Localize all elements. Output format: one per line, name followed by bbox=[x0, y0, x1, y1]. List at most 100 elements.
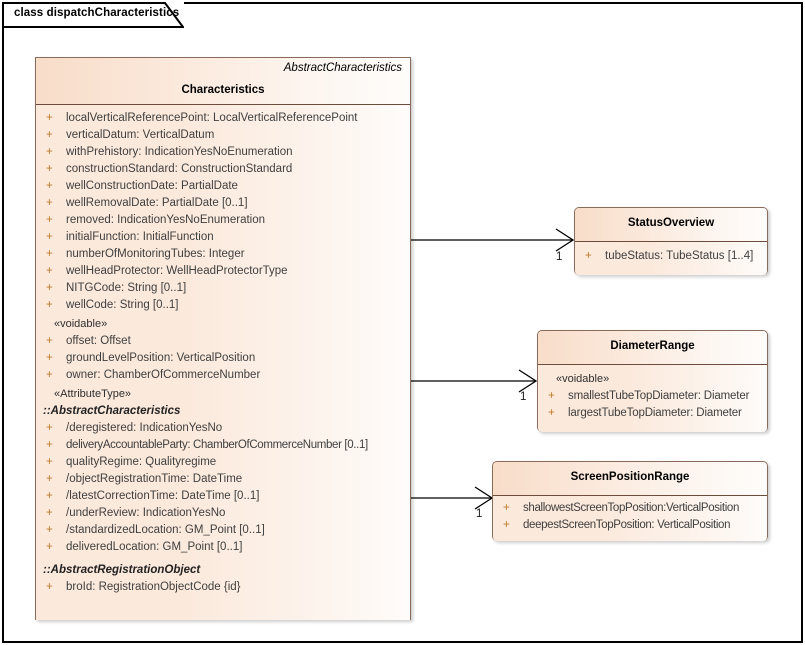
attribute-label: wellConstructionDate: PartialDate bbox=[66, 180, 238, 192]
attribute-label: initialFunction: InitialFunction bbox=[66, 231, 214, 243]
visibility-marker: + bbox=[503, 519, 510, 531]
attribute-label: wellCode: String [0..1] bbox=[66, 299, 179, 311]
class-box-screen-position-range[interactable]: ScreenPositionRange + shallowestScreenTo… bbox=[492, 461, 768, 541]
attribute-label: verticalDatum: VerticalDatum bbox=[66, 129, 215, 141]
class-parent-label-characteristics: AbstractCharacteristics bbox=[283, 62, 402, 74]
attribute-label: withPrehistory: IndicationYesNoEnumerati… bbox=[66, 146, 293, 158]
attribute-row[interactable]: + removed: IndicationYesNoEnumeration bbox=[36, 212, 410, 229]
attribute-row[interactable]: + numberOfMonitoringTubes: Integer bbox=[36, 246, 410, 263]
attribute-label: owner: ChamberOfCommerceNumber bbox=[66, 369, 261, 381]
attribute-label: groundLevelPosition: VerticalPosition bbox=[66, 352, 256, 364]
attribute-row[interactable]: + deepestScreenTopPosition: VerticalPosi… bbox=[493, 517, 767, 534]
class-name-status-overview: StatusOverview bbox=[627, 217, 715, 229]
attribute-label: /underReview: IndicationYesNo bbox=[66, 507, 226, 519]
class-box-diameter-range[interactable]: DiameterRange «voidable» + smallestTubeT… bbox=[537, 330, 768, 432]
attribute-row[interactable]: + wellHeadProtector: WellHeadProtectorTy… bbox=[36, 263, 410, 280]
visibility-marker: + bbox=[46, 490, 53, 502]
attribute-row[interactable]: + broId: RegistrationObjectCode {id} bbox=[36, 579, 410, 596]
attribute-label: NITGCode: String [0..1] bbox=[66, 282, 187, 294]
attribute-label: wellRemovalDate: PartialDate [0..1] bbox=[66, 197, 248, 209]
visibility-marker: + bbox=[46, 146, 53, 158]
attribute-row[interactable]: + owner: ChamberOfCommerceNumber bbox=[36, 367, 410, 384]
diagram-frame-tab-shape bbox=[2, 2, 184, 28]
assoc-status-overview-multiplicity: 1 bbox=[556, 251, 563, 263]
visibility-marker: + bbox=[46, 439, 53, 451]
visibility-marker: + bbox=[46, 369, 53, 381]
visibility-marker: + bbox=[46, 456, 53, 468]
visibility-marker: + bbox=[46, 282, 53, 294]
attribute-label: constructionStandard: ConstructionStanda… bbox=[66, 163, 293, 175]
attribute-label: removed: IndicationYesNoEnumeration bbox=[66, 214, 266, 226]
visibility-marker: + bbox=[46, 231, 53, 243]
attribute-label: /standardizedLocation: GM_Point [0..1] bbox=[66, 524, 265, 536]
class-body-screen-position-range: + shallowestScreenTopPosition:VerticalPo… bbox=[493, 496, 767, 541]
attribute-row[interactable]: + verticalDatum: VerticalDatum bbox=[36, 127, 410, 144]
attribute-row[interactable]: + smallestTubeTopDiameter: Diameter bbox=[538, 388, 767, 405]
visibility-marker: + bbox=[548, 390, 555, 402]
attribute-label: largestTubeTopDiameter: Diameter bbox=[568, 407, 742, 419]
attribute-row[interactable]: + constructionStandard: ConstructionStan… bbox=[36, 161, 410, 178]
class-header-diameter-range: DiameterRange bbox=[538, 331, 767, 365]
class-header-characteristics: AbstractCharacteristics Characteristics bbox=[36, 58, 410, 105]
visibility-marker: + bbox=[46, 335, 53, 347]
class-header-status-overview: StatusOverview bbox=[575, 208, 767, 242]
attribute-label: deliveredLocation: GM_Point [0..1] bbox=[66, 541, 243, 553]
attribute-row[interactable]: + /standardizedLocation: GM_Point [0..1] bbox=[36, 522, 410, 539]
class-name-diameter-range: DiameterRange bbox=[610, 340, 695, 352]
attribute-row[interactable]: + deliveredLocation: GM_Point [0..1] bbox=[36, 539, 410, 556]
attribute-row[interactable]: + wellConstructionDate: PartialDate bbox=[36, 178, 410, 195]
attribute-label: /latestCorrectionTime: DateTime [0..1] bbox=[66, 490, 260, 502]
class-body-characteristics: + localVerticalReferencePoint: LocalVert… bbox=[36, 105, 410, 620]
attribute-row[interactable]: + qualityRegime: Qualityregime bbox=[36, 454, 410, 471]
visibility-marker: + bbox=[46, 473, 53, 485]
attribute-row[interactable]: + largestTubeTopDiameter: Diameter bbox=[538, 405, 767, 422]
attribute-row[interactable]: + /underReview: IndicationYesNo bbox=[36, 505, 410, 522]
inherited-group-abstract-registration-object: ::AbstractRegistrationObject bbox=[43, 564, 201, 576]
class-name-screen-position-range: ScreenPositionRange bbox=[570, 471, 690, 483]
attribute-row[interactable]: + deliveryAccountableParty: ChamberOfCom… bbox=[36, 437, 410, 454]
visibility-marker: + bbox=[503, 502, 510, 514]
visibility-marker: + bbox=[46, 541, 53, 553]
attribute-row[interactable]: + /objectRegistrationTime: DateTime bbox=[36, 471, 410, 488]
attribute-label: broId: RegistrationObjectCode {id} bbox=[66, 581, 241, 593]
visibility-marker: + bbox=[46, 180, 53, 192]
attribute-row[interactable]: + localVerticalReferencePoint: LocalVert… bbox=[36, 110, 410, 127]
stereotype-attribute-type: «AttributeType» bbox=[54, 388, 132, 400]
visibility-marker: + bbox=[46, 299, 53, 311]
visibility-marker: + bbox=[46, 581, 53, 593]
attribute-row[interactable]: + withPrehistory: IndicationYesNoEnumera… bbox=[36, 144, 410, 161]
attribute-row[interactable]: + wellRemovalDate: PartialDate [0..1] bbox=[36, 195, 410, 212]
attribute-label: qualityRegime: Qualityregime bbox=[66, 456, 217, 468]
attribute-row[interactable]: + offset: Offset bbox=[36, 333, 410, 350]
visibility-marker: + bbox=[548, 407, 555, 419]
attribute-label: wellHeadProtector: WellHeadProtectorType bbox=[66, 265, 288, 277]
visibility-marker: + bbox=[46, 265, 53, 277]
visibility-marker: + bbox=[46, 248, 53, 260]
attribute-label: /objectRegistrationTime: DateTime bbox=[66, 473, 243, 485]
assoc-screen-position-range-multiplicity: 1 bbox=[476, 508, 483, 520]
attribute-label: offset: Offset bbox=[66, 335, 131, 347]
attribute-row[interactable]: + NITGCode: String [0..1] bbox=[36, 280, 410, 297]
attribute-label: smallestTubeTopDiameter: Diameter bbox=[568, 390, 750, 402]
attribute-row[interactable]: + wellCode: String [0..1] bbox=[36, 297, 410, 314]
class-box-characteristics[interactable]: AbstractCharacteristics Characteristics … bbox=[35, 57, 411, 620]
attribute-row[interactable]: + tubeStatus: TubeStatus [1..4] bbox=[575, 248, 767, 265]
assoc-status-overview-line bbox=[411, 228, 575, 252]
assoc-diameter-range-line bbox=[411, 369, 538, 393]
attribute-row[interactable]: + /latestCorrectionTime: DateTime [0..1] bbox=[36, 488, 410, 505]
attribute-row[interactable]: + shallowestScreenTopPosition:VerticalPo… bbox=[493, 500, 767, 517]
class-box-status-overview[interactable]: StatusOverview + tubeStatus: TubeStatus … bbox=[574, 207, 768, 275]
visibility-marker: + bbox=[46, 163, 53, 175]
attribute-label: localVerticalReferencePoint: LocalVertic… bbox=[66, 112, 358, 124]
attribute-row[interactable]: + groundLevelPosition: VerticalPosition bbox=[36, 350, 410, 367]
attribute-label: shallowestScreenTopPosition:VerticalPosi… bbox=[523, 502, 740, 514]
attribute-label: deliveryAccountableParty: ChamberOfComme… bbox=[66, 439, 368, 451]
attribute-label: /deregistered: IndicationYesNo bbox=[66, 422, 223, 434]
class-name-characteristics: Characteristics bbox=[181, 84, 265, 96]
attribute-label: deepestScreenTopPosition: VerticalPositi… bbox=[523, 519, 731, 531]
attribute-row[interactable]: + /deregistered: IndicationYesNo bbox=[36, 420, 410, 437]
visibility-marker: + bbox=[585, 250, 592, 262]
visibility-marker: + bbox=[46, 214, 53, 226]
attribute-row[interactable]: + initialFunction: InitialFunction bbox=[36, 229, 410, 246]
